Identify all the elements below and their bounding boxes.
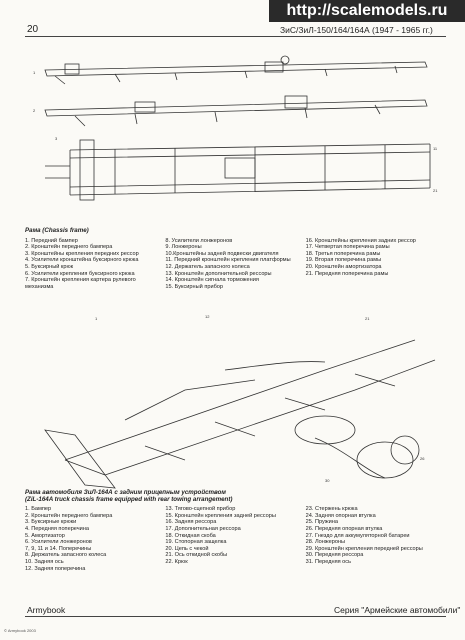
legend-item: 21. Ось откидной скобы: [165, 552, 228, 559]
legend-item: 10.Кронштейны задней подвески двигателя: [165, 250, 279, 257]
svg-text:3: 3: [55, 136, 58, 141]
legend-item: 2. Кронштейн переднего бампера: [25, 512, 113, 519]
legend-item: 3. Кронштейны крепления передних рессор: [25, 250, 139, 257]
caption-column-2: 8. Усилители лонжеронов 9. Лонжероны 10.…: [165, 238, 305, 291]
caption-column-3: 16. Кронштейны крепления задних рессор 1…: [306, 238, 446, 291]
footer-series: Серия "Армейские автомобили": [334, 605, 461, 615]
legend-item: 8. Держатель запасного колеса: [25, 552, 107, 559]
legend-item: 8. Усилители лонжеронов: [165, 237, 233, 244]
chassis-frame-caption: Рама (Chassis frame) 1. Передний бампер …: [25, 227, 446, 291]
legend-item: 21. Передняя поперечина рамы: [305, 270, 389, 277]
legend-item: 19. Вторая поперечина рамы: [305, 257, 382, 264]
svg-text:21: 21: [365, 316, 370, 321]
legend-item: 18. Откидная скоба: [165, 532, 216, 539]
legend-item: 13. Кронштейн дополнительной рессоры: [165, 270, 272, 277]
legend-item: 20. Цепь с чекой: [165, 545, 209, 552]
legend-item: 16. Кронштейны крепления задних рессор: [305, 237, 416, 244]
header-divider: [25, 36, 446, 37]
legend-item: 6. Усилители крепления буксирного крюка: [25, 270, 135, 277]
legend-item: 25. Пружина: [305, 519, 338, 526]
footer-divider: [25, 616, 446, 617]
legend-item: 4. Усилители кронштейна буксирного крюка: [25, 257, 139, 264]
legend-item: 6. Усилители лонжеронов: [25, 539, 92, 546]
svg-text:26: 26: [420, 456, 425, 461]
caption-title: Рама (Chassis frame): [25, 227, 89, 234]
legend-item: 12. Задняя поперечина: [25, 565, 86, 572]
legend-item: 7, 9, 11 и 14. Поперечины: [25, 545, 92, 552]
legend-item: 23. Стержень крюка: [305, 506, 358, 513]
chassis-frame-drawing: 1 2 3 11 21: [33, 55, 438, 201]
svg-text:12: 12: [205, 314, 210, 319]
caption-column-2: 13. Тягово-сцепной прибор 15. Кронштейн …: [165, 506, 305, 572]
page-number: 20: [27, 24, 39, 35]
svg-text:21: 21: [433, 188, 438, 193]
zil-164a-caption: Рама автомобиля ЗиЛ-164А с задним прицеп…: [25, 489, 446, 572]
legend-item: 1. Передний бампер: [25, 237, 78, 244]
svg-text:2: 2: [33, 108, 36, 113]
legend-item: 13. Тягово-сцепной прибор: [165, 506, 236, 513]
legend-item: 15. Буксирный прибор: [165, 283, 224, 290]
legend-item: 16. Задняя рессора: [165, 519, 217, 526]
legend-item: 5. Буксирный крюк: [25, 263, 74, 270]
legend-item: 4. Передняя поперечина: [25, 525, 89, 532]
legend-item: 14. Кронштейн сигнала торможения: [165, 277, 259, 284]
legend-item: 19. Стопорная защелка: [165, 539, 227, 546]
caption-column-1: 1. Передний бампер 2. Кронштейн переднег…: [25, 238, 165, 291]
svg-text:1: 1: [95, 316, 98, 321]
svg-text:11: 11: [433, 146, 438, 151]
caption-title: Рама автомобиля ЗиЛ-164А с задним прицеп…: [25, 489, 226, 496]
footer-publisher: Armybook: [27, 605, 66, 615]
legend-item: 18. Третья поперечина рамы: [305, 250, 381, 257]
legend-item: 7. Кронштейн крепления картера рулевого …: [25, 277, 136, 290]
legend-item: 30. Передняя рессора: [305, 552, 364, 559]
watermark: http://scalemodels.ru: [269, 0, 465, 22]
copyright: © Armybook 2003: [4, 628, 36, 633]
legend-item: 28. Лонжероны: [305, 539, 346, 546]
legend-item: 5. Амортизатор: [25, 532, 65, 539]
legend-item: 3. Буксирные крюки: [25, 519, 77, 526]
legend-item: 9. Лонжероны: [165, 244, 202, 251]
legend-item: 27. Гнездо для аккумуляторной батареи: [305, 532, 410, 539]
svg-text:1: 1: [33, 70, 36, 75]
caption-subtitle: (ZiL-164A truck chassis frame equipped w…: [25, 495, 233, 503]
legend-item: 22. Крюк: [165, 558, 188, 565]
legend-item: 15. Кронштейн крепления задней рессоры: [165, 512, 276, 519]
legend-item: 17. Четвертая поперечина рамы: [305, 244, 390, 251]
zil-164a-chassis-perspective-drawing: 1 12 21 26 30: [44, 314, 436, 489]
legend-item: 12. Держатель запасного колеса: [165, 263, 250, 270]
legend-item: 17. Дополнительная рессора: [165, 525, 241, 532]
legend-item: 10. Задняя ось: [25, 558, 64, 565]
legend-item: 31. Передняя ось: [305, 558, 352, 565]
legend-item: 29. Кронштейн крепления передней рессоры: [305, 545, 423, 552]
svg-text:30: 30: [325, 478, 330, 483]
page-header-title: ЗиС/ЗиЛ-150/164/164А (1947 - 1965 гг.): [280, 25, 433, 35]
legend-item: 11. Передний кронштейн крепления платфор…: [165, 257, 291, 264]
legend-item: 24. Задняя опорная втулка: [305, 512, 376, 519]
caption-column-1: 1. Бампер 2. Кронштейн переднего бампера…: [25, 506, 165, 572]
legend-item: 1. Бампер: [25, 506, 52, 513]
legend-item: 20. Кронштейн амортизатора: [305, 263, 382, 270]
legend-item: 2. Кронштейн переднего бампера: [25, 244, 113, 251]
legend-item: 26. Передняя опорная втулка: [305, 525, 383, 532]
caption-column-3: 23. Стержень крюка 24. Задняя опорная вт…: [306, 506, 446, 572]
